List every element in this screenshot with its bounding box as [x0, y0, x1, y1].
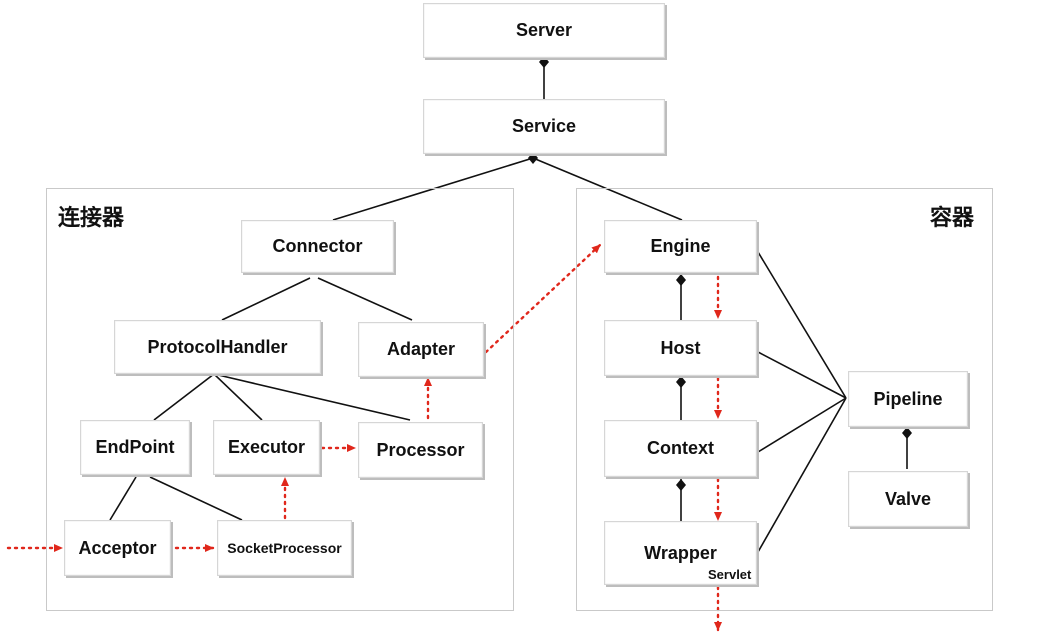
diamond-service-children	[528, 152, 538, 164]
service-node: Service	[423, 99, 665, 154]
pipeline-node: Pipeline	[848, 371, 968, 427]
link-connector-protocolhandler	[221, 277, 311, 321]
server-node: Server	[423, 3, 665, 58]
link-host-pipeline	[757, 351, 847, 399]
processor-node: Processor	[358, 422, 483, 478]
adapter-node: Adapter	[358, 322, 484, 377]
link-service-connector	[332, 157, 534, 221]
flow-adapter-engine	[484, 243, 602, 354]
link-connector-adapter	[317, 277, 413, 321]
diamond-pipeline-valve	[902, 427, 912, 439]
wrapper-node: Wrapper	[604, 521, 757, 585]
diamond-engine-host	[676, 274, 686, 286]
link-context-pipeline	[757, 397, 847, 453]
diamond-host-context	[676, 376, 686, 388]
link-endpoint-acceptor	[109, 476, 137, 521]
connector-node: Connector	[241, 220, 394, 273]
link-protocolhandler-executor	[213, 373, 263, 421]
endpoint-node: EndPoint	[80, 420, 190, 475]
context-node: Context	[604, 420, 757, 477]
connector-group-label: 连接器	[58, 206, 125, 231]
acceptor-node: Acceptor	[64, 520, 171, 576]
host-node: Host	[604, 320, 757, 376]
link-service-engine	[532, 157, 683, 221]
socket-processor-node: SocketProcessor	[217, 520, 352, 576]
connector-group	[46, 188, 514, 611]
diamond-context-wrapper	[676, 479, 686, 491]
diamond-server-service	[539, 56, 549, 68]
link-engine-pipeline	[757, 251, 847, 399]
link-protocolhandler-processor	[213, 373, 411, 421]
engine-node: Engine	[604, 220, 757, 273]
link-wrapper-pipeline	[757, 397, 847, 553]
valve-node: Valve	[848, 471, 968, 527]
protocol-handler-node: ProtocolHandler	[114, 320, 321, 374]
container-group-label: 容器	[930, 206, 975, 231]
executor-node: Executor	[213, 420, 320, 475]
servlet-note: Servlet	[708, 567, 752, 582]
link-endpoint-socketprocessor	[149, 476, 243, 521]
link-protocolhandler-endpoint	[153, 373, 215, 421]
container-group	[576, 188, 993, 611]
